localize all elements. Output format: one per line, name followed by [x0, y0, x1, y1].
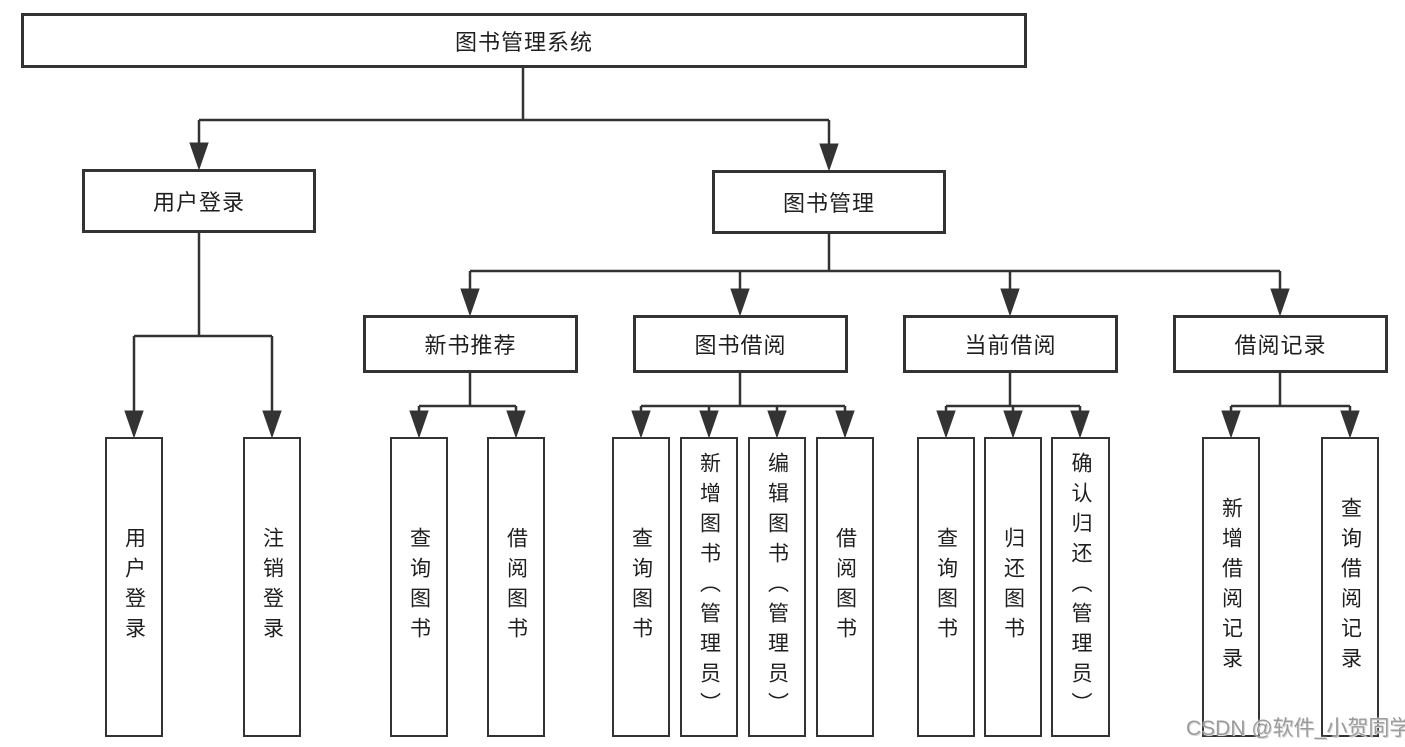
node-borrowing-records: 借阅记录 [1173, 315, 1388, 373]
leaf-nb-borrow-books-label: 借阅图书 [504, 527, 528, 647]
leaf-cb-return-books-label: 归还图书 [1001, 527, 1025, 647]
leaf-nb-query-books: 查询图书 [390, 437, 448, 737]
leaf-cb-query-books-label: 查询图书 [934, 527, 958, 647]
node-new-book-recommend-label: 新书推荐 [424, 333, 517, 358]
leaf-bb-add-books-label: 新增图书（管理员） [697, 452, 721, 722]
node-root-label: 图书管理系统 [454, 29, 593, 55]
leaf-bb-query-books: 查询图书 [612, 437, 670, 737]
node-book-borrowing-label: 图书借阅 [694, 333, 787, 358]
leaf-bb-borrow-books-label: 借阅图书 [833, 527, 857, 647]
leaf-nb-borrow-books: 借阅图书 [487, 437, 545, 737]
leaf-bb-add-books: 新增图书（管理员） [680, 437, 738, 737]
leaf-nb-query-books-label: 查询图书 [407, 527, 431, 647]
leaf-logout-label: 注销登录 [260, 527, 284, 647]
node-book-borrowing: 图书借阅 [633, 315, 848, 373]
node-borrowing-records-label: 借阅记录 [1234, 333, 1327, 358]
node-user-login: 用户登录 [82, 169, 316, 233]
leaf-logout: 注销登录 [243, 437, 301, 737]
connector-paths [132, 67, 1352, 413]
arrowheads [124, 142, 1360, 439]
node-new-book-recommend: 新书推荐 [363, 315, 578, 373]
csdn-watermark: CSDN @软件_小贺同学 [1186, 717, 1405, 740]
leaf-br-add-record: 新增借阅记录 [1202, 437, 1260, 737]
leaf-br-add-record-label: 新增借阅记录 [1219, 497, 1243, 677]
leaf-bb-query-books-label: 查询图书 [629, 527, 653, 647]
node-current-borrowing: 当前借阅 [903, 315, 1118, 373]
leaf-user-login: 用户登录 [105, 437, 163, 737]
leaf-bb-borrow-books: 借阅图书 [816, 437, 874, 737]
node-root: 图书管理系统 [21, 13, 1027, 68]
leaf-cb-return-books: 归还图书 [984, 437, 1042, 737]
leaf-bb-edit-books: 编辑图书（管理员） [748, 437, 806, 737]
node-book-management: 图书管理 [712, 170, 946, 234]
node-user-login-label: 用户登录 [152, 190, 245, 215]
leaf-cb-confirm-return: 确认归还（管理员） [1051, 437, 1110, 737]
leaf-bb-edit-books-label: 编辑图书（管理员） [765, 452, 789, 722]
leaf-cb-query-books: 查询图书 [917, 437, 975, 737]
node-current-borrowing-label: 当前借阅 [964, 333, 1057, 358]
leaf-cb-confirm-return-label: 确认归还（管理员） [1069, 452, 1092, 722]
node-book-management-label: 图书管理 [782, 191, 875, 216]
leaf-br-query-record-label: 查询借阅记录 [1338, 497, 1362, 677]
leaf-br-query-record: 查询借阅记录 [1321, 437, 1379, 737]
leaf-user-login-label: 用户登录 [122, 527, 146, 647]
